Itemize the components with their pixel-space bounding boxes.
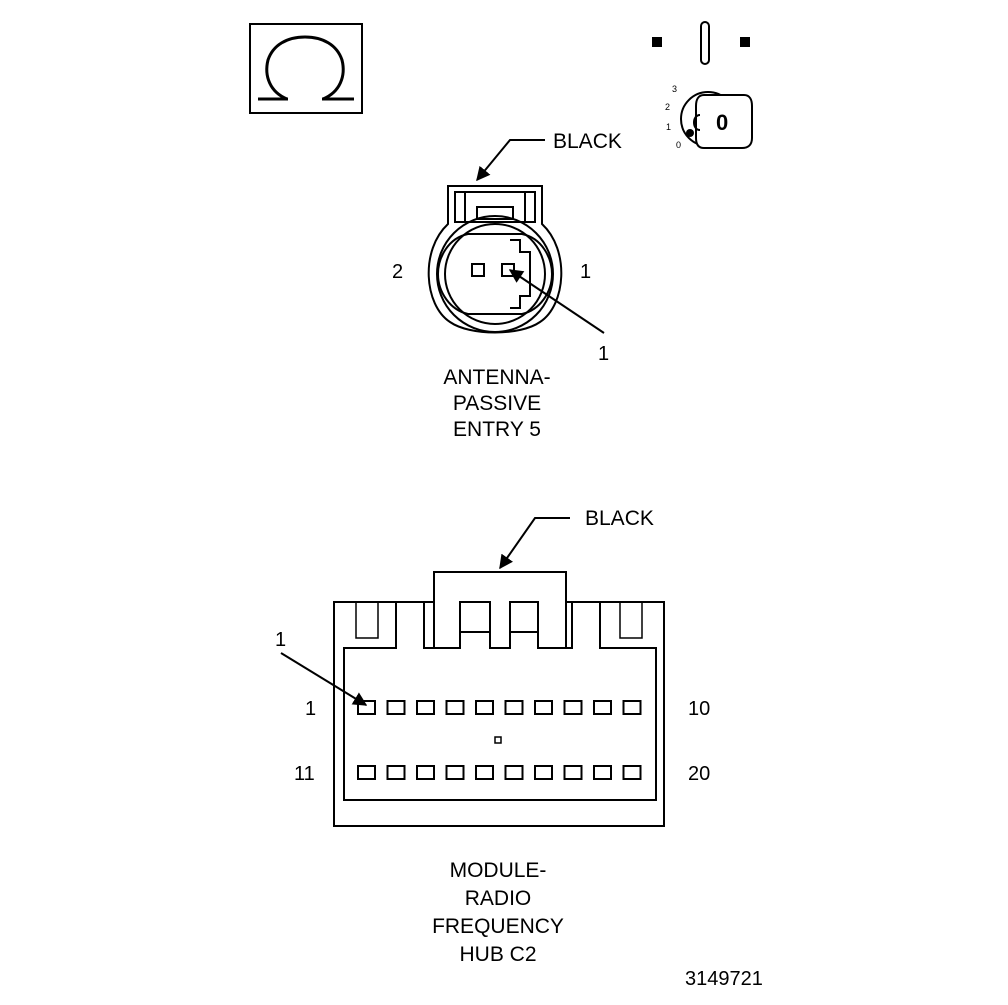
key-position-1: 1 bbox=[666, 122, 671, 132]
hub-pin-19 bbox=[593, 765, 612, 780]
hub-pin-row-2 bbox=[357, 765, 642, 780]
hub-c2-connector: BLACK 1 10 11 20 1 MODULE- RADIO FREQUEN… bbox=[275, 507, 710, 966]
hub-pin-7 bbox=[534, 700, 553, 715]
hub-pin-10 bbox=[622, 700, 642, 715]
hub-callout-1: 1 bbox=[275, 629, 286, 651]
antenna-pin-label-2: 2 bbox=[392, 261, 403, 283]
hub-pin-5 bbox=[475, 700, 494, 715]
hub-row1-start-label: 1 bbox=[305, 698, 316, 720]
hub-pin-17 bbox=[534, 765, 553, 780]
hub-row2-end-label: 20 bbox=[688, 763, 710, 785]
antenna-connector: BLACK 2 1 1 ANTENNA- PASSIVE ENTRY 5 bbox=[392, 130, 622, 441]
antenna-callout-1: 1 bbox=[598, 343, 609, 365]
hub-pin-13 bbox=[416, 765, 435, 780]
antenna-caption-line-2: PASSIVE bbox=[453, 392, 541, 415]
antenna-color-label: BLACK bbox=[553, 130, 622, 153]
hub-pin-8 bbox=[563, 700, 583, 715]
antenna-pin-2 bbox=[471, 263, 485, 277]
key-label: 0 bbox=[716, 110, 728, 135]
hub-caption-line-3: FREQUENCY bbox=[432, 915, 564, 938]
hub-pin-18 bbox=[563, 765, 583, 780]
hub-caption-line-2: RADIO bbox=[465, 887, 532, 910]
hub-pin-20 bbox=[622, 765, 642, 780]
ignition-off-icon: 3 2 1 0 0 bbox=[652, 21, 753, 150]
hub-pin-6 bbox=[504, 700, 524, 715]
hub-pin-16 bbox=[504, 765, 524, 780]
hub-caption-line-1: MODULE- bbox=[450, 859, 547, 882]
antenna-pin-label-1: 1 bbox=[580, 261, 591, 283]
hub-caption-line-4: HUB C2 bbox=[459, 943, 536, 966]
hub-color-label: BLACK bbox=[585, 507, 654, 530]
hub-pin-11 bbox=[357, 765, 376, 780]
hub-pin-14 bbox=[445, 765, 465, 780]
key-position-2: 2 bbox=[665, 102, 670, 112]
hub-row2-start-label: 11 bbox=[294, 763, 315, 785]
key-position-3: 3 bbox=[672, 84, 677, 94]
antenna-caption-line-1: ANTENNA- bbox=[443, 366, 550, 389]
polarity-dot bbox=[494, 736, 502, 744]
hub-pin-3 bbox=[416, 700, 435, 715]
figure-id: 3149721 bbox=[685, 968, 763, 990]
hub-row1-end-label: 10 bbox=[688, 698, 710, 720]
ohmmeter-icon bbox=[249, 23, 363, 114]
hub-pin-9 bbox=[593, 700, 612, 715]
hub-pin-12 bbox=[386, 765, 406, 780]
antenna-caption-line-3: ENTRY 5 bbox=[453, 418, 541, 441]
hub-pin-4 bbox=[445, 700, 465, 715]
hub-pin-15 bbox=[475, 765, 494, 780]
hub-pin-2 bbox=[386, 700, 406, 715]
key-position-0: 0 bbox=[676, 140, 681, 150]
